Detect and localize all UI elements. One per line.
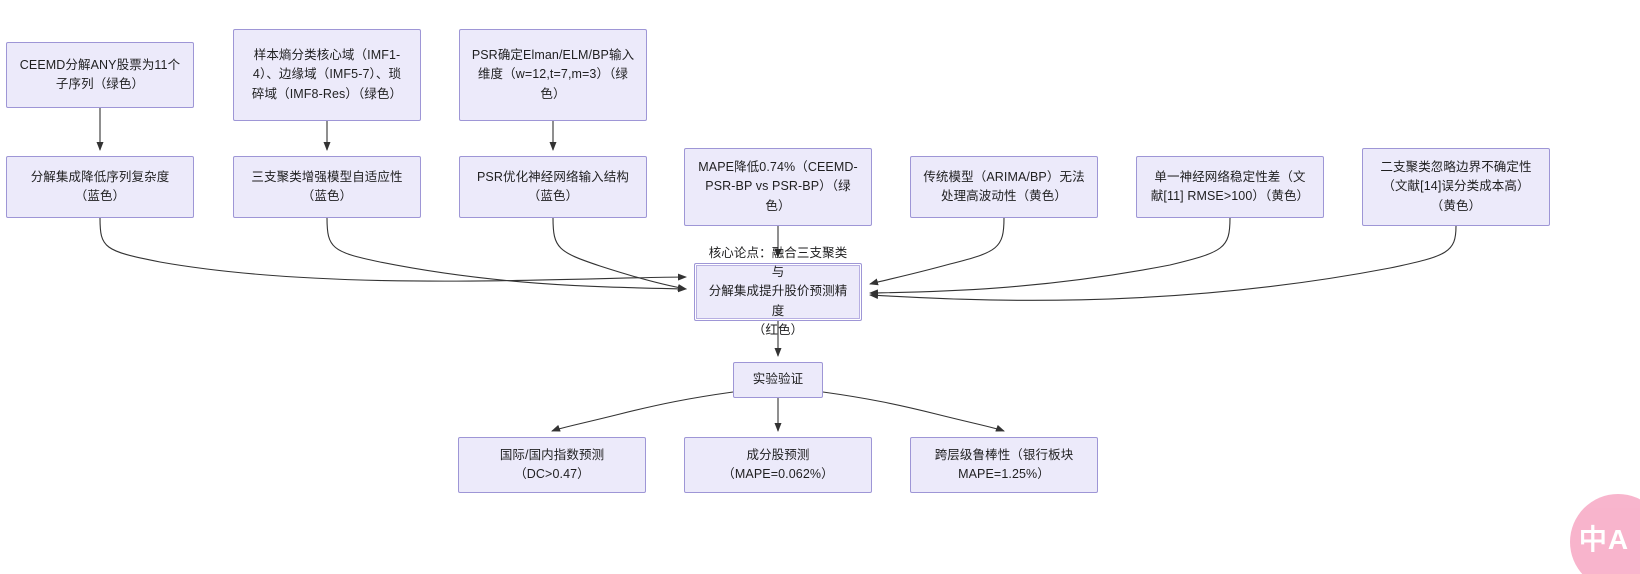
node-label: 二支聚类忽略边界不确定性 （文献[14]误分类成本高） （黄色）: [1380, 159, 1532, 213]
watermark-badge: 中A: [1570, 494, 1640, 574]
node-two-way-clustering-boundary-issue[interactable]: 二支聚类忽略边界不确定性 （文献[14]误分类成本高） （黄色）: [1362, 148, 1550, 226]
watermark-text: 中A: [1578, 524, 1630, 555]
node-sample-entropy-classification[interactable]: 样本熵分类核心域（IMF1- 4）、边缘域（IMF5-7）、琐 碎域（IMF8-…: [233, 29, 421, 121]
node-decomposition-reduces-complexity[interactable]: 分解集成降低序列复杂度 （蓝色）: [6, 156, 194, 218]
node-label: 国际/国内指数预测 （DC>0.47）: [499, 447, 605, 481]
edge-single-nn-to-core: [869, 217, 1231, 297]
node-label: 分解集成降低序列复杂度 （蓝色）: [30, 169, 170, 203]
node-traditional-model-limitation[interactable]: 传统模型（ARIMA/BP）无法 处理高波动性（黄色）: [910, 156, 1098, 218]
node-mape-reduction-evidence[interactable]: MAPE降低0.74%（CEEMD- PSR-BP vs PSR-BP）（绿 色…: [684, 148, 872, 226]
node-label: 核心论点：融合三支聚类与 分解集成提升股价预测精度 （红色）: [708, 245, 848, 338]
edge-structure-to-core: [552, 217, 687, 292]
edge-complexity-to-core: [99, 217, 687, 282]
node-ceemd-decomposition[interactable]: CEEMD分解ANY股票为11个 子序列（绿色）: [6, 42, 194, 108]
edge-validation-to-robustness: [822, 391, 1005, 432]
node-psr-optimizes-input-structure[interactable]: PSR优化神经网络输入结构 （蓝色）: [459, 156, 647, 218]
node-constituent-stock-forecast-result[interactable]: 成分股预测 （MAPE=0.062%）: [684, 437, 872, 493]
node-label: 样本熵分类核心域（IMF1- 4）、边缘域（IMF5-7）、琐 碎域（IMF8-…: [251, 47, 403, 101]
node-cross-level-robustness-result[interactable]: 跨层级鲁棒性（银行板块 MAPE=1.25%）: [910, 437, 1098, 493]
edge-two-way-to-core: [869, 225, 1457, 301]
node-label: PSR优化神经网络输入结构 （蓝色）: [476, 169, 629, 203]
node-label: PSR确定Elman/ELM/BP输入 维度（w=12,t=7,m=3）（绿 色…: [471, 47, 635, 101]
node-experimental-validation[interactable]: 实验验证: [733, 362, 823, 398]
node-psr-input-dimension[interactable]: PSR确定Elman/ELM/BP输入 维度（w=12,t=7,m=3）（绿 色…: [459, 29, 647, 121]
edge-clustering-to-core: [326, 217, 687, 293]
node-label: 跨层级鲁棒性（银行板块 MAPE=1.25%）: [934, 447, 1074, 481]
node-label: 实验验证: [752, 372, 804, 387]
node-core-thesis[interactable]: 核心论点：融合三支聚类与 分解集成提升股价预测精度 （红色）: [694, 246, 862, 337]
node-label: 三支聚类增强模型自适应性 （蓝色）: [251, 169, 403, 203]
node-single-nn-instability[interactable]: 单一神经网络稳定性差（文 献[11] RMSE>100）（黄色）: [1136, 156, 1324, 218]
node-label: 传统模型（ARIMA/BP）无法 处理高波动性（黄色）: [923, 169, 1085, 203]
edge-traditional-to-core: [869, 217, 1005, 286]
node-label: CEEMD分解ANY股票为11个 子序列（绿色）: [19, 57, 181, 91]
node-index-forecast-result[interactable]: 国际/国内指数预测 （DC>0.47）: [458, 437, 646, 493]
node-label: 成分股预测 （MAPE=0.062%）: [722, 447, 834, 481]
node-three-way-clustering-adaptivity[interactable]: 三支聚类增强模型自适应性 （蓝色）: [233, 156, 421, 218]
node-label: MAPE降低0.74%（CEEMD- PSR-BP vs PSR-BP）（绿 色…: [698, 159, 858, 213]
node-label: 单一神经网络稳定性差（文 献[11] RMSE>100）（黄色）: [1150, 169, 1310, 203]
edge-validation-to-index: [551, 391, 734, 432]
